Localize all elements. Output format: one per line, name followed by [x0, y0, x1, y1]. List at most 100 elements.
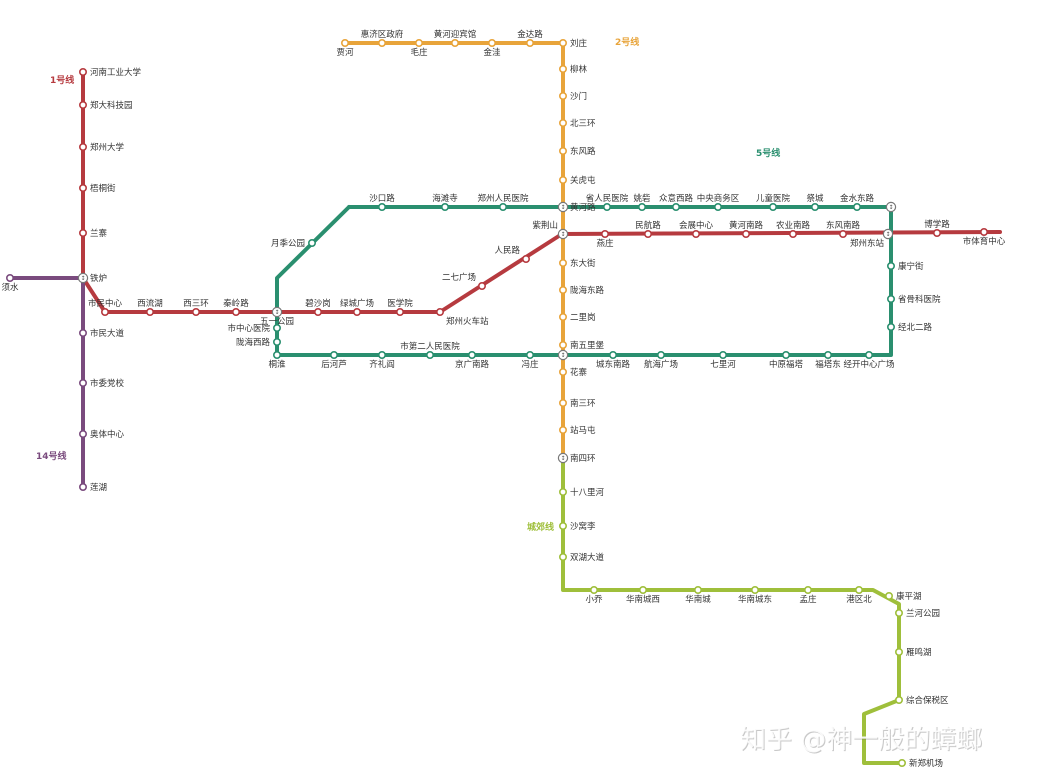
station-dot[interactable]: [521, 255, 530, 264]
station-dot[interactable]: [558, 38, 567, 47]
station-dot[interactable]: [558, 92, 567, 101]
station-dot[interactable]: [864, 350, 873, 359]
station-dot[interactable]: [656, 350, 665, 359]
station-dot[interactable]: [693, 585, 702, 594]
station-dot[interactable]: [886, 294, 895, 303]
station-dot[interactable]: [377, 38, 386, 47]
transfer-station-marker[interactable]: [557, 349, 569, 361]
station-dot[interactable]: [558, 285, 567, 294]
station-dot[interactable]: [558, 425, 567, 434]
station-dot[interactable]: [79, 101, 88, 110]
station-dot[interactable]: [558, 65, 567, 74]
station-dot[interactable]: [608, 350, 617, 359]
station-dot[interactable]: [638, 585, 647, 594]
station-dot[interactable]: [425, 350, 434, 359]
station-dot[interactable]: [435, 307, 444, 316]
station-dot[interactable]: [558, 119, 567, 128]
transfer-station-marker[interactable]: [77, 272, 89, 284]
station-dot[interactable]: [79, 68, 88, 77]
transfer-station-marker[interactable]: [882, 228, 894, 240]
station-dot[interactable]: [558, 258, 567, 267]
station-dot[interactable]: [643, 230, 652, 239]
station-dot[interactable]: [79, 184, 88, 193]
station-dot[interactable]: [788, 230, 797, 239]
station-dot[interactable]: [272, 350, 281, 359]
station-dot[interactable]: [768, 203, 777, 212]
station-dot[interactable]: [671, 203, 680, 212]
station-dot[interactable]: [377, 203, 386, 212]
station-dot[interactable]: [377, 350, 386, 359]
station-label: 郑州人民医院: [477, 193, 529, 204]
station-dot[interactable]: [146, 307, 155, 316]
station-dot[interactable]: [558, 367, 567, 376]
station-dot[interactable]: [558, 340, 567, 349]
station-dot[interactable]: [781, 350, 790, 359]
station-dot[interactable]: [750, 585, 759, 594]
station-dot[interactable]: [897, 758, 906, 767]
station-dot[interactable]: [718, 350, 727, 359]
station-dot[interactable]: [558, 398, 567, 407]
station-dot[interactable]: [79, 429, 88, 438]
station-dot[interactable]: [932, 229, 941, 238]
station-dot[interactable]: [558, 147, 567, 156]
station-dot[interactable]: [450, 38, 459, 47]
station-dot[interactable]: [79, 328, 88, 337]
station-dot[interactable]: [487, 38, 496, 47]
station-dot[interactable]: [558, 176, 567, 185]
station-dot[interactable]: [854, 585, 863, 594]
station-dot[interactable]: [558, 487, 567, 496]
station-dot[interactable]: [6, 273, 15, 282]
station-dot[interactable]: [894, 647, 903, 656]
station-dot[interactable]: [637, 203, 646, 212]
station-dot[interactable]: [79, 143, 88, 152]
station-dot[interactable]: [838, 230, 847, 239]
station-dot[interactable]: [600, 230, 609, 239]
station-dot[interactable]: [884, 591, 893, 600]
station-dot[interactable]: [558, 521, 567, 530]
station-dot[interactable]: [477, 281, 486, 290]
line5-route: [275, 205, 893, 357]
station-dot[interactable]: [741, 230, 750, 239]
station-dot[interactable]: [329, 350, 338, 359]
station-dot[interactable]: [440, 203, 449, 212]
transfer-station-marker[interactable]: [557, 452, 569, 464]
station-dot[interactable]: [589, 585, 598, 594]
station-dot[interactable]: [886, 261, 895, 270]
station-dot[interactable]: [886, 322, 895, 331]
station-dot[interactable]: [232, 307, 241, 316]
station-dot[interactable]: [272, 323, 281, 332]
station-dot[interactable]: [79, 229, 88, 238]
station-dot[interactable]: [823, 350, 832, 359]
station-dot[interactable]: [79, 378, 88, 387]
station-dot[interactable]: [340, 38, 349, 47]
station-dot[interactable]: [810, 203, 819, 212]
station-dot[interactable]: [467, 350, 476, 359]
station-dot[interactable]: [894, 695, 903, 704]
transfer-station-marker[interactable]: [271, 306, 283, 318]
station-dot[interactable]: [602, 203, 611, 212]
station-dot[interactable]: [852, 203, 861, 212]
station-dot[interactable]: [272, 337, 281, 346]
station-dot[interactable]: [558, 312, 567, 321]
station-dot[interactable]: [352, 307, 361, 316]
station-dot[interactable]: [691, 230, 700, 239]
transfer-station-marker[interactable]: [557, 228, 569, 240]
station-dot[interactable]: [414, 38, 423, 47]
station-dot[interactable]: [894, 608, 903, 617]
station-dot[interactable]: [525, 350, 534, 359]
station-dot[interactable]: [395, 307, 404, 316]
station-dot[interactable]: [498, 203, 507, 212]
transfer-station-marker[interactable]: [557, 201, 569, 213]
station-dot[interactable]: [313, 307, 322, 316]
station-dot[interactable]: [979, 228, 988, 237]
station-dot[interactable]: [307, 239, 316, 248]
station-dot[interactable]: [525, 38, 534, 47]
station-dot[interactable]: [79, 482, 88, 491]
station-dot[interactable]: [558, 552, 567, 561]
transfer-station-marker[interactable]: [885, 201, 897, 213]
station-dot[interactable]: [803, 585, 812, 594]
station-dot[interactable]: [192, 307, 201, 316]
station-dot[interactable]: [101, 307, 110, 316]
station-label: 雁鸣湖: [906, 647, 932, 658]
station-dot[interactable]: [713, 203, 722, 212]
